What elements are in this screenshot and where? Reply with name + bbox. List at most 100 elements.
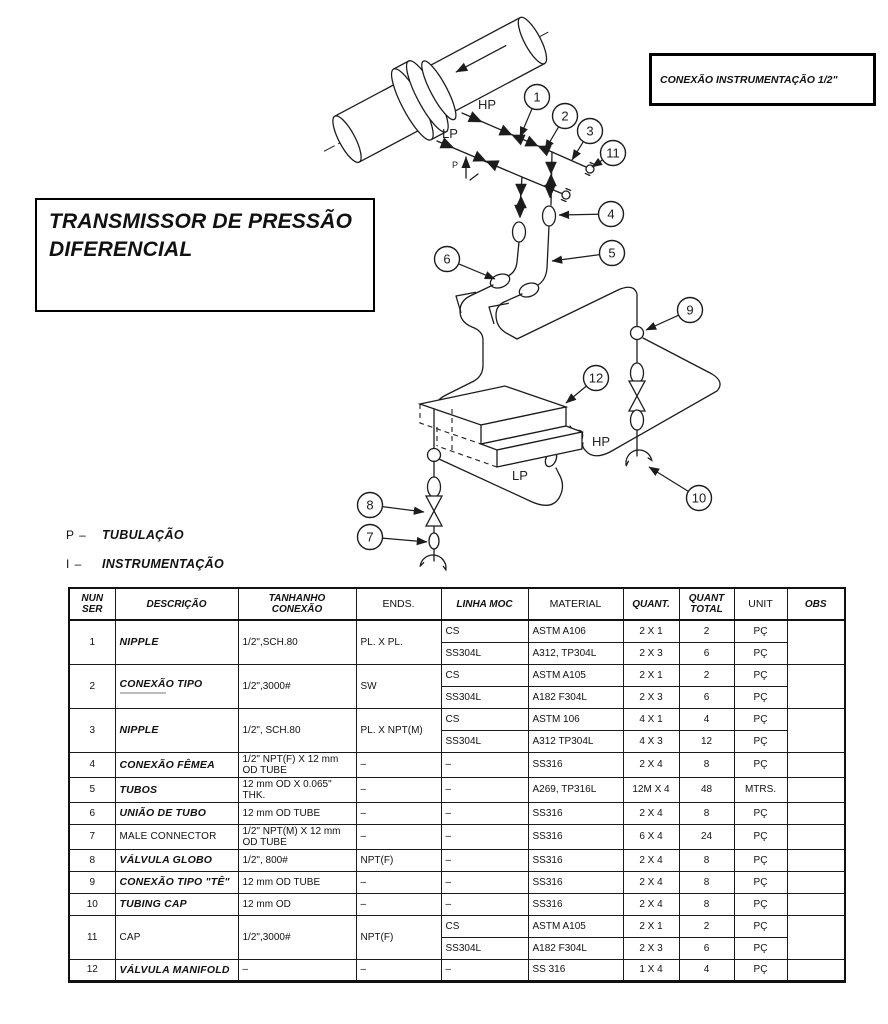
table-cell: 12 mm OD [237, 892, 357, 916]
table-cell: 2 X 4 [622, 870, 680, 894]
cell-text: PÇ [753, 831, 768, 842]
lp-label-manifold: LP [512, 468, 528, 483]
callout-leader [645, 314, 679, 331]
table-cell: 24 [678, 823, 735, 850]
cell-text: ASTM A105 [532, 920, 586, 932]
cell-text: – [360, 876, 367, 888]
cell-text: PÇ [753, 759, 768, 770]
manifold-block [417, 385, 585, 468]
cell-text: A182 F304L [532, 691, 588, 703]
table-cell: 10 [68, 892, 116, 916]
cell-text: ASTM A106 [532, 625, 586, 637]
table-cell: PÇ [733, 619, 788, 643]
table-cell: – [355, 958, 442, 982]
callout-3: 3 [571, 117, 604, 161]
table-cell: – [440, 848, 529, 872]
table-cell: – [440, 892, 529, 916]
cell-text: NIPPLE [119, 724, 159, 736]
cell-text: SS316 [532, 898, 563, 910]
callout-leader [558, 210, 599, 220]
table-cell: A182 F304L [527, 936, 624, 960]
table-cell: 4 [678, 707, 735, 731]
callout-leader [382, 506, 425, 515]
process-pipe [323, 16, 553, 164]
table-cell: 6 X 4 [622, 823, 680, 850]
callout-circle [599, 139, 627, 167]
cell-text: 6 X 4 [639, 831, 663, 842]
cell-text: PÇ [753, 691, 768, 703]
table-cell: – [440, 823, 529, 850]
table-cell: PL. X PL. [355, 619, 442, 665]
table-cell: CS [440, 663, 529, 687]
table-cell: 12 [68, 958, 116, 982]
cell-text: – [242, 964, 249, 975]
callout-number: 6 [443, 252, 450, 267]
table-cell: A312, TP304L [527, 641, 624, 665]
table-cell [786, 870, 846, 894]
cell-text: 1/2",SCH.80 [242, 636, 298, 648]
cell-text: CS [445, 920, 460, 932]
table-cell: TUBING CAP [114, 892, 239, 916]
callout-number: 9 [686, 303, 693, 318]
cell-text: SS316 [532, 807, 563, 819]
table-cell: CS [440, 914, 529, 938]
table-header-cell: LINHA MOC [440, 587, 529, 621]
table-cell: 11 [68, 914, 116, 960]
cell-text: PÇ [753, 854, 768, 866]
cell-text: UNIÃO DE TUBO [119, 807, 207, 819]
connection-note-text: CONEXÃO INSTRUMENTAÇÃO 1/2" [660, 73, 838, 86]
table-cell [786, 619, 846, 665]
cell-text: – [445, 898, 452, 910]
pipe-end-right [517, 16, 548, 65]
callout-circle [551, 102, 579, 130]
table-cell: MTRS. [733, 776, 788, 803]
callout-leader [571, 141, 584, 161]
table-cell: 4 X 1 [622, 707, 680, 731]
callout-circle [598, 239, 626, 267]
table-cell: CAP [114, 914, 239, 960]
cell-text: 12 mm OD [242, 898, 291, 910]
cell-text: SS316 [532, 831, 563, 842]
table-cell: 1 [68, 619, 116, 665]
cell-text: TUBING CAP [119, 898, 187, 910]
legend-prefix: P – [66, 527, 87, 542]
lp-label-top: LP [442, 126, 458, 141]
cell-text: 4 [703, 713, 710, 725]
cell-text: 2 [703, 625, 710, 637]
table-cell [786, 663, 846, 709]
cell-text: 1/2", SCH.80 [242, 724, 301, 736]
table-cell: VÁLVULA MANIFOLD [114, 958, 239, 982]
cell-text: 8 [89, 854, 96, 866]
cell-text: SS304L [445, 735, 482, 747]
cell-text: 2 X 4 [639, 898, 663, 910]
table-header-cell: TANHANHO CONEXÃO [237, 587, 357, 621]
table-cell: PÇ [733, 823, 788, 850]
table-cell [786, 914, 846, 960]
cell-text: PÇ [753, 647, 768, 659]
cell-text: ASTM 106 [532, 713, 580, 725]
cell-text: 2 X 1 [639, 625, 663, 637]
callout-2: 2 [544, 102, 579, 151]
table-header-cell: UNIT [733, 587, 788, 621]
table-cell: SS 316 [527, 958, 624, 982]
table-cell: 2 X 4 [622, 848, 680, 872]
cell-text: – [360, 807, 367, 819]
table-cell: NIPPLE [114, 619, 239, 665]
table-cell: CONEXÃO FÊMEA [114, 751, 239, 778]
table-cell: 2 [68, 663, 116, 709]
table-cell: 12M X 4 [622, 776, 680, 803]
cell-text: 1/2",3000# [242, 680, 291, 692]
table-cell: 6 [678, 641, 735, 665]
cell-text: – [445, 831, 452, 842]
callout-number: 5 [608, 246, 615, 261]
table-cell: 2 X 3 [622, 936, 680, 960]
callout-number: 3 [586, 124, 593, 139]
table-cell: 2 X 4 [622, 751, 680, 778]
